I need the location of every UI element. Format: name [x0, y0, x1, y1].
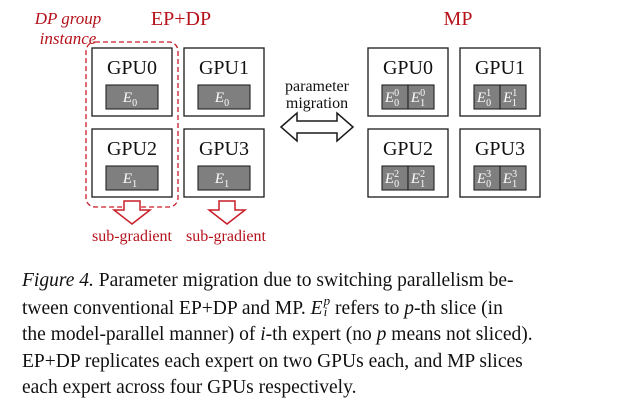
caption-text: each expert across four GPUs respectivel… [22, 377, 357, 398]
expert-slice [381, 84, 409, 110]
expert-slice [105, 84, 159, 110]
caption-text: refers to [330, 297, 405, 319]
expert-slice [407, 84, 435, 110]
caption-figure-label: Figure 4. [22, 270, 94, 291]
gpu-name: GPU1 [199, 57, 249, 79]
caption-text: Parameter migration due to switching par… [93, 270, 514, 291]
caption-text: means not sliced). [386, 324, 533, 345]
mp-title: MP [444, 8, 473, 30]
gpu-name: GPU2 [383, 138, 433, 160]
caption-text: tween conventional EP+DP and MP. [22, 297, 311, 319]
figure-caption: Figure 4. Parameter migration due to swi… [22, 268, 614, 402]
gpu-name: GPU1 [475, 57, 525, 79]
caption-text: -th slice (in [414, 297, 503, 319]
dp-group-label-line2: instance [40, 29, 97, 48]
expert-label: E1 [122, 171, 137, 190]
caption-text: the model-parallel manner) of [22, 324, 261, 345]
dp-group-outline [85, 41, 179, 208]
gpu-name: GPU3 [199, 138, 249, 160]
gpu-name: GPU3 [475, 138, 525, 160]
caption-text: -th expert (no [265, 324, 377, 345]
expert-slice [473, 84, 501, 110]
expert-label: E0 [214, 90, 229, 109]
migration-label-line2: migration [286, 95, 348, 112]
migration-label-line1: parameter [285, 78, 350, 95]
expert-slice [197, 84, 251, 110]
expert-slice [407, 165, 435, 191]
expert-slice [381, 165, 409, 191]
caption-text: EP+DP replicates each expert on two GPUs… [22, 350, 523, 372]
expert-label: E0 [122, 90, 137, 109]
caption-math-i: i [260, 324, 266, 345]
sub-gradient-label: sub-gradient [92, 228, 173, 245]
caption-math-p: p [376, 324, 387, 345]
expert-label: E1 [214, 171, 229, 190]
sub-gradient-label: sub-gradient [186, 228, 267, 245]
sub-gradient-arrow-icon [206, 200, 248, 225]
dp-group-label-line1: DP group [34, 9, 102, 28]
expert-slice [105, 165, 159, 191]
expert-slice [499, 165, 527, 191]
expert-slice [499, 84, 527, 110]
figure-diagram: DP group instance EP+DP MP GPU0E0GPU1E0G… [34, 8, 541, 245]
ep-dp-title: EP+DP [151, 8, 211, 30]
sub-gradient-arrow-icon [111, 200, 153, 225]
caption-math-p: p [404, 297, 415, 319]
gpu-name: GPU0 [383, 57, 433, 79]
double-arrow-icon [279, 111, 355, 143]
expert-slice [197, 165, 251, 191]
gpu-name: GPU2 [107, 138, 157, 160]
gpu-name: GPU0 [107, 57, 157, 79]
